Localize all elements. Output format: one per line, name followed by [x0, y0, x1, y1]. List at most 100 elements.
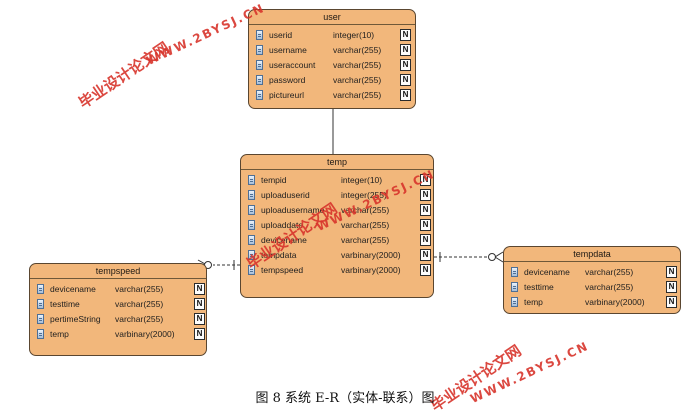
column-row[interactable]: uploadusername varchar(255) N — [241, 203, 433, 218]
column-name: pictureurl — [269, 90, 304, 100]
column-type: varbinary(2000) — [341, 250, 401, 260]
column-type: varchar(255) — [341, 220, 390, 230]
not-null-flag: N — [400, 29, 411, 41]
column-type: varchar(255) — [333, 60, 382, 70]
entity-title: temp — [241, 155, 433, 170]
column-name: uploaduserid — [261, 190, 310, 200]
column-type: varchar(255) — [333, 90, 382, 100]
column-name: pertimeString — [50, 314, 101, 324]
column-name: devicename — [524, 267, 570, 277]
column-type: integer(255) — [341, 190, 387, 200]
column-type: integer(10) — [333, 30, 375, 40]
not-null-flag: N — [194, 283, 205, 295]
column-row[interactable]: username varchar(255) N — [249, 43, 415, 58]
column-row[interactable]: temp varbinary(2000) N — [30, 327, 206, 342]
column-icon — [511, 282, 518, 292]
column-type: varchar(255) — [341, 205, 390, 215]
column-row[interactable]: tempspeed varbinary(2000) N — [241, 263, 433, 278]
not-null-flag: N — [420, 189, 431, 201]
column-icon — [37, 284, 44, 294]
not-null-flag: N — [420, 264, 431, 276]
column-name: tempspeed — [261, 265, 304, 275]
column-row[interactable]: devicename varchar(255) N — [504, 265, 680, 280]
entity-title: tempdata — [504, 247, 680, 262]
column-type: varchar(255) — [585, 267, 634, 277]
column-type: varchar(255) — [333, 75, 382, 85]
column-type: varchar(255) — [333, 45, 382, 55]
column-name: temp — [524, 297, 543, 307]
column-icon — [256, 75, 263, 85]
column-type: varbinary(2000) — [585, 297, 645, 307]
column-icon — [511, 297, 518, 307]
column-icon — [256, 45, 263, 55]
column-name: password — [269, 75, 306, 85]
column-name: temp — [50, 329, 69, 339]
column-type: varchar(255) — [585, 282, 634, 292]
not-null-flag: N — [420, 219, 431, 231]
column-row[interactable]: pictureurl varchar(255) N — [249, 88, 415, 103]
not-null-flag: N — [666, 296, 677, 308]
column-name: testtime — [524, 282, 554, 292]
column-icon — [256, 30, 263, 40]
column-name: username — [269, 45, 307, 55]
column-name: uploadusername — [261, 205, 325, 215]
column-icon — [511, 267, 518, 277]
entity-title: tempspeed — [30, 264, 206, 279]
column-icon — [248, 190, 255, 200]
column-icon — [37, 314, 44, 324]
not-null-flag: N — [666, 281, 677, 293]
entity-title: user — [249, 10, 415, 25]
cardinality-zero-circle-tempdata — [488, 253, 496, 261]
crowfoot-tempdata-upper — [494, 251, 504, 258]
column-name: devicename — [261, 235, 307, 245]
not-null-flag: N — [420, 174, 431, 186]
column-icon — [248, 250, 255, 260]
not-null-flag: N — [194, 298, 205, 310]
not-null-flag: N — [400, 44, 411, 56]
column-name: testtime — [50, 299, 80, 309]
not-null-flag: N — [400, 89, 411, 101]
column-row[interactable]: testtime varchar(255) N — [30, 297, 206, 312]
column-type: varbinary(2000) — [341, 265, 401, 275]
column-icon — [256, 90, 263, 100]
column-icon — [37, 299, 44, 309]
not-null-flag: N — [400, 59, 411, 71]
column-type: varbinary(2000) — [115, 329, 175, 339]
column-icon — [248, 175, 255, 185]
column-type: varchar(255) — [115, 299, 164, 309]
column-row[interactable]: useraccount varchar(255) N — [249, 58, 415, 73]
column-icon — [256, 60, 263, 70]
not-null-flag: N — [194, 313, 205, 325]
not-null-flag: N — [666, 266, 677, 278]
column-icon — [248, 265, 255, 275]
column-name: useraccount — [269, 60, 316, 70]
not-null-flag: N — [194, 328, 205, 340]
column-name: tempdata — [261, 250, 297, 260]
column-icon — [248, 235, 255, 245]
column-icon — [248, 205, 255, 215]
column-row[interactable]: uploaddate varchar(255) N — [241, 218, 433, 233]
column-name: uploaddate — [261, 220, 304, 230]
figure-caption: 图 8 系统 E-R（实体-联系）图 — [255, 391, 435, 406]
column-row[interactable]: temp varbinary(2000) N — [504, 295, 680, 310]
column-name: tempid — [261, 175, 287, 185]
column-row[interactable]: testtime varchar(255) N — [504, 280, 680, 295]
column-name: userid — [269, 30, 293, 40]
not-null-flag: N — [420, 204, 431, 216]
column-row[interactable]: uploaduserid integer(255) N — [241, 188, 433, 203]
column-type: varchar(255) — [115, 284, 164, 294]
column-row[interactable]: userid integer(10) N — [249, 28, 415, 43]
